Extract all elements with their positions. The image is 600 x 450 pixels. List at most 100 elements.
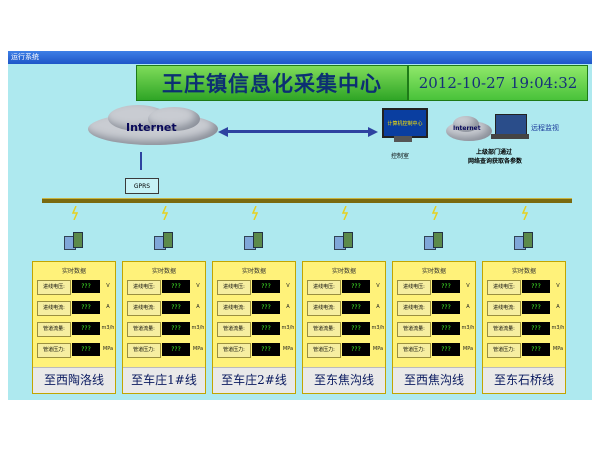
reading-label: 进线电压: bbox=[37, 280, 71, 295]
reading-label: 进线电流: bbox=[397, 301, 431, 316]
reading-row: 管道压力:???MPa bbox=[307, 343, 384, 358]
reading-label: 管道流量: bbox=[487, 322, 521, 337]
reading-unit: m3/h bbox=[281, 325, 295, 331]
signal-spark-icon bbox=[431, 205, 439, 221]
reading-unit: m3/h bbox=[551, 325, 565, 331]
reading-unit: V bbox=[106, 283, 110, 289]
reading-label: 管道压力: bbox=[127, 343, 161, 358]
rtu-device-icon bbox=[334, 232, 353, 250]
reading-value: ??? bbox=[252, 301, 280, 314]
reading-row: 进线电流:???A bbox=[37, 301, 113, 316]
reading-row: 进线电压:???V bbox=[487, 280, 563, 295]
reading-row: 管道压力:???MPa bbox=[487, 343, 563, 358]
rtu-device-icon bbox=[154, 232, 173, 250]
monitor-base-icon bbox=[394, 136, 412, 142]
reading-value: ??? bbox=[432, 343, 460, 356]
reading-value: ??? bbox=[342, 322, 370, 335]
reading-unit: V bbox=[466, 283, 470, 289]
reading-value: ??? bbox=[72, 301, 100, 314]
reading-row: 管道流量:???m3/h bbox=[217, 322, 295, 337]
reading-label: 进线电压: bbox=[127, 280, 161, 295]
reading-unit: A bbox=[376, 304, 380, 310]
reading-row: 管道压力:???MPa bbox=[37, 343, 113, 358]
signal-spark-icon bbox=[161, 205, 169, 221]
reading-row: 进线电流:??? A bbox=[127, 301, 203, 316]
window-titlebar[interactable]: 运行系统 bbox=[8, 51, 592, 64]
control-monitor-icon: 计算机控制中心 bbox=[382, 108, 428, 138]
reading-value: ??? bbox=[162, 280, 190, 293]
reading-unit: MPa bbox=[282, 346, 294, 352]
gprs-label: GPRS bbox=[133, 182, 151, 190]
reading-label: 管道压力: bbox=[307, 343, 341, 358]
reading-row: 进线电流:???A bbox=[217, 301, 293, 316]
arrow-right-icon bbox=[368, 127, 378, 137]
reading-label: 管道流量: bbox=[307, 322, 341, 337]
internet-right-label: Internet bbox=[453, 125, 481, 132]
reading-label: 进线电压: bbox=[217, 280, 251, 295]
monitor-text: 计算机控制中心 bbox=[387, 120, 423, 127]
station-name: 至西焦沟线 bbox=[393, 367, 475, 393]
reading-unit: MPa bbox=[372, 346, 384, 352]
reading-row: 进线电压:???V bbox=[127, 280, 203, 295]
clock-readout: 2012-10-27 19:04:32 bbox=[418, 74, 578, 92]
reading-label: 进线电压: bbox=[397, 280, 431, 295]
arrow-left-icon bbox=[218, 127, 228, 137]
remote-desc-line2: 网络查询获取各参数 bbox=[468, 158, 523, 165]
reading-value: ??? bbox=[432, 322, 460, 335]
station-header: 实时数据 bbox=[61, 268, 86, 275]
reading-row: 管道流量:???m3/h bbox=[487, 322, 565, 337]
scada-window: 运行系统 王庄镇信息化采集中心 2012-10-27 19:04:32 Inte… bbox=[8, 51, 592, 400]
reading-row: 管道压力:???MPa bbox=[127, 343, 204, 358]
reading-label: 管道流量: bbox=[217, 322, 251, 337]
station-name: 至西陶洛线 bbox=[33, 367, 115, 393]
reading-row: 管道流量:???m3/h bbox=[307, 322, 384, 337]
reading-label: 进线电流: bbox=[217, 301, 251, 316]
reading-value: ??? bbox=[522, 322, 550, 335]
reading-unit: V bbox=[376, 283, 380, 289]
reading-value: ??? bbox=[432, 280, 460, 293]
reading-row: 进线电流:???A bbox=[487, 301, 563, 316]
reading-label: 进线电压: bbox=[487, 280, 521, 295]
reading-label: 进线电流: bbox=[127, 301, 161, 316]
station-name: 至东焦沟线 bbox=[303, 367, 385, 393]
header-bar: 王庄镇信息化采集中心 2012-10-27 19:04:32 bbox=[136, 65, 588, 101]
rtu-device-icon bbox=[514, 232, 533, 250]
station-name: 至车庄1#线 bbox=[123, 367, 205, 393]
reading-value: ??? bbox=[162, 301, 190, 314]
reading-unit: MPa bbox=[192, 346, 204, 352]
reading-unit: A bbox=[196, 304, 200, 310]
reading-value: ??? bbox=[162, 343, 190, 356]
rtu-device-icon bbox=[424, 232, 443, 250]
clock-panel: 2012-10-27 19:04:32 bbox=[408, 65, 588, 101]
link-line bbox=[228, 130, 368, 133]
rtu-device-icon bbox=[244, 232, 263, 250]
reading-row: 管道流量:???m3/h bbox=[127, 322, 205, 337]
reading-unit: m3/h bbox=[191, 325, 205, 331]
reading-value: ??? bbox=[342, 343, 370, 356]
bus-line bbox=[42, 198, 572, 203]
title-banner: 王庄镇信息化采集中心 bbox=[136, 65, 408, 101]
signal-spark-icon bbox=[251, 205, 259, 221]
reading-unit: V bbox=[556, 283, 560, 289]
window-title: 运行系统 bbox=[11, 53, 39, 61]
reading-label: 进线电压: bbox=[307, 280, 341, 295]
station-header: 实时数据 bbox=[331, 268, 356, 275]
reading-unit: A bbox=[556, 304, 560, 310]
reading-row: 管道压力:???MPa bbox=[217, 343, 294, 358]
reading-row: 进线电流:???A bbox=[397, 301, 473, 316]
reading-value: ??? bbox=[342, 280, 370, 293]
page-title: 王庄镇信息化采集中心 bbox=[162, 71, 382, 96]
signal-spark-icon bbox=[71, 205, 79, 221]
reading-row: 管道压力:???MPa bbox=[397, 343, 473, 358]
reading-value: ??? bbox=[162, 322, 190, 335]
reading-label: 管道压力: bbox=[487, 343, 521, 358]
reading-label: 管道压力: bbox=[217, 343, 251, 358]
reading-unit: m3/h bbox=[101, 325, 115, 331]
control-room-label: 控制室 bbox=[391, 153, 410, 160]
